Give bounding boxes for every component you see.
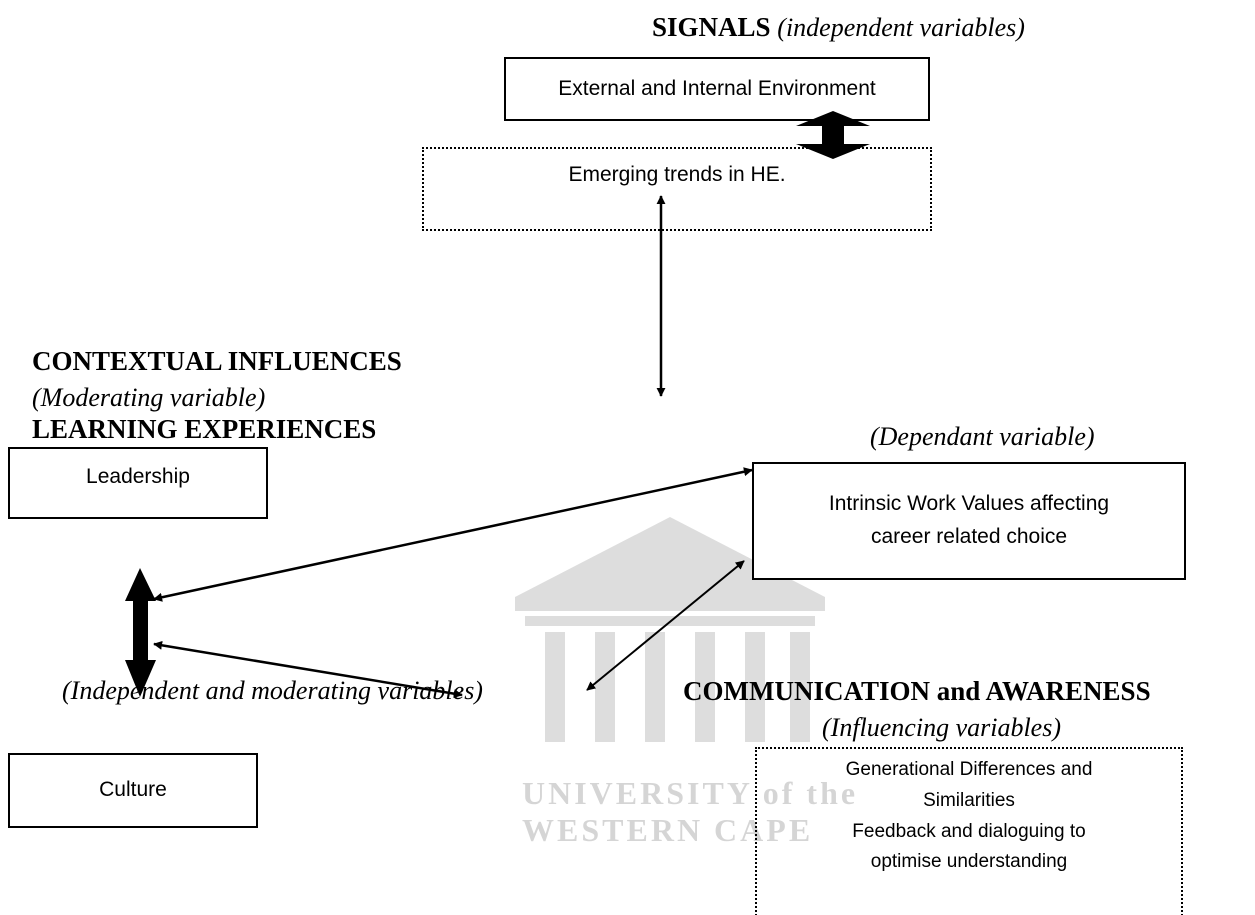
emerging-trends-box: Emerging trends in HE. [422, 147, 932, 231]
environment-label: External and Internal Environment [558, 76, 876, 100]
external-internal-environment-box: External and Internal Environment [504, 57, 930, 121]
learning-to-values-arrow [153, 467, 753, 602]
watermark-line-2: WESTERN CAPE [522, 812, 814, 848]
comm-line-3: Feedback and dialoguing to [852, 820, 1086, 842]
influencing-variables-label: (Influencing variables) [822, 713, 1061, 742]
environment-trends-thick-arrow [796, 111, 870, 159]
signals-title: SIGNALS [652, 12, 771, 42]
learning-experiences-title: LEARNING EXPERIENCES [32, 414, 377, 444]
learning-to-independent-arrow [153, 640, 463, 699]
culture-box: Culture [8, 753, 258, 828]
signals-subtitle: (independent variables) [777, 13, 1025, 42]
contextual-influences-subtitle: (Moderating variable) [32, 383, 266, 412]
signals-heading: SIGNALS (independent variables) [652, 12, 1025, 43]
independent-to-values-arrow [586, 560, 745, 691]
work-values-line-1: Intrinsic Work Values affecting [828, 492, 1110, 516]
leadership-culture-thick-arrow [125, 568, 156, 697]
communication-awareness-box: Generational Differences and Similaritie… [755, 747, 1183, 915]
dependant-variable-label: (Dependant variable) [870, 422, 1095, 451]
comm-line-2: Similarities [923, 789, 1015, 811]
comm-line-4: optimise understanding [870, 851, 1068, 873]
work-values-line-2: career related choice [870, 525, 1068, 548]
watermark-line-1: UNIVERSITY of the [522, 775, 859, 811]
contextual-influences-title: CONTEXTUAL INFLUENCES [32, 346, 402, 376]
communication-awareness-title: COMMUNICATION and AWARENESS [683, 676, 1151, 706]
comm-line-1: Generational Differences and [845, 759, 1093, 780]
emerging-trends-label: Emerging trends in HE. [568, 163, 786, 186]
intrinsic-work-values-box: Intrinsic Work Values affecting career r… [752, 462, 1186, 580]
culture-label: Culture [99, 778, 167, 802]
